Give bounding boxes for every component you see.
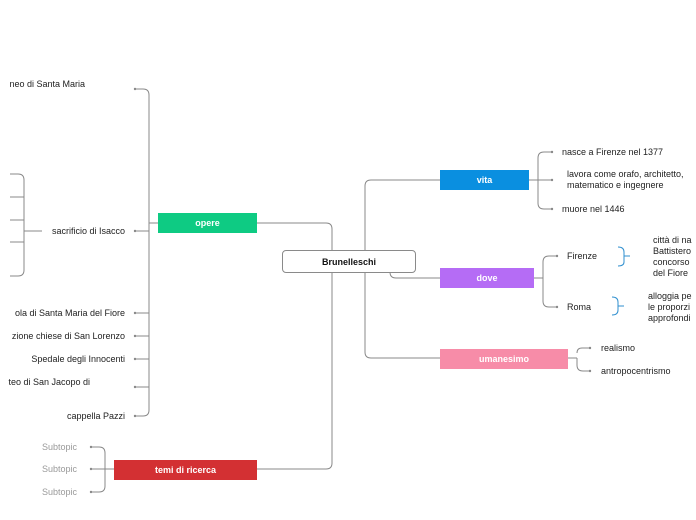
subtopic-temi-2[interactable]: Subtopic xyxy=(42,464,78,474)
topic-opere[interactable]: opere xyxy=(158,213,257,233)
subtopic-opere-6[interactable]: teo di San Jacopo di xyxy=(8,377,90,387)
subtopic-vita-1[interactable]: nasce a Firenze nel 1377 xyxy=(562,147,664,157)
subtopic-opere-1[interactable]: neo di Santa Maria xyxy=(9,79,85,89)
subtopic-firenze[interactable]: Firenze xyxy=(567,251,598,261)
subtopic-vita-2[interactable]: lavora come orafo, architetto, matematic… xyxy=(567,169,684,190)
subtopic-temi-3[interactable]: Subtopic xyxy=(42,487,78,497)
central-topic[interactable]: Brunelleschi xyxy=(282,250,416,273)
subtopic-vita-3[interactable]: muore nel 1446 xyxy=(562,204,625,214)
topic-temi-di-ricerca[interactable]: temi di ricerca xyxy=(114,460,257,480)
note-roma[interactable]: alloggia pe le proporzi approfondi xyxy=(648,291,692,323)
topic-umanesimo[interactable]: umanesimo xyxy=(440,349,568,369)
subtopic-opere-7[interactable]: cappella Pazzi xyxy=(66,411,125,421)
subtopic-temi-1[interactable]: Subtopic xyxy=(42,442,78,452)
note-firenze[interactable]: città di na Battistero concorso del Fior… xyxy=(653,235,692,278)
topic-vita[interactable]: vita xyxy=(440,170,529,190)
subtopic-opere-2[interactable]: sacrificio di Isacco xyxy=(51,226,125,236)
subtopic-realismo[interactable]: realismo xyxy=(601,343,636,353)
subtopic-roma[interactable]: Roma xyxy=(567,302,592,312)
subtopic-antropocentrismo[interactable]: antropocentrismo xyxy=(601,366,671,376)
subtopic-opere-5[interactable]: Spedale degli Innocenti xyxy=(31,354,125,364)
topic-dove[interactable]: dove xyxy=(440,268,534,288)
subtopic-opere-4[interactable]: zione chiese di San Lorenzo xyxy=(11,331,125,341)
subtopic-opere-3[interactable]: ola di Santa Maria del Fiore xyxy=(14,308,125,318)
